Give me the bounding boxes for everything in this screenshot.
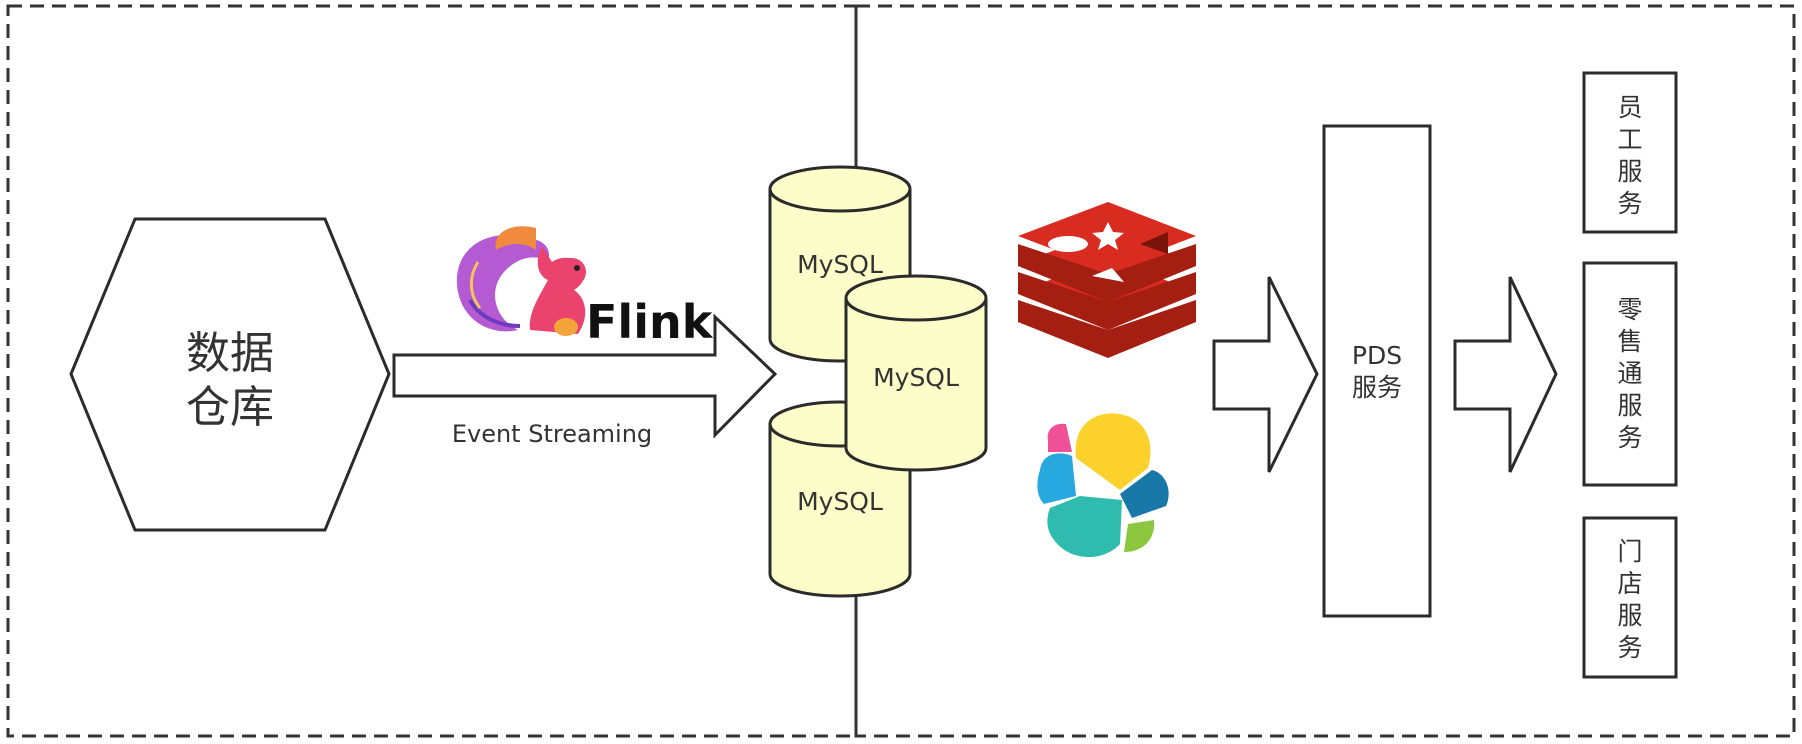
hexagon-shape (69, 217, 391, 532)
service-char: 务 (1617, 189, 1642, 218)
service-char: 工 (1617, 125, 1642, 154)
service-char: 服 (1617, 157, 1642, 186)
warehouse-label-line2: 仓库 (186, 382, 274, 433)
event-stream-arrow (392, 313, 778, 439)
service-char: 员 (1617, 93, 1642, 122)
pds-label-line1: PDS (1352, 341, 1402, 370)
elasticsearch-icon (1037, 413, 1169, 558)
arrow-to-pds-service (1212, 276, 1319, 473)
flink-logo: Flink (456, 226, 714, 349)
pds-service-box: PDS 服务 (1322, 124, 1432, 618)
service-char: 服 (1617, 601, 1642, 630)
employee-service-box: 员 工 服 务 (1582, 71, 1678, 234)
data-warehouse-node: 数据 仓库 (69, 217, 391, 532)
service-char: 务 (1617, 633, 1642, 662)
service-char: 服 (1617, 391, 1642, 420)
service-char: 门 (1617, 537, 1642, 566)
service-char: 通 (1617, 359, 1642, 388)
mysql-label: MySQL (797, 250, 883, 279)
store-service-box: 门 店 服 务 (1582, 516, 1678, 679)
mysql-label: MySQL (873, 363, 959, 392)
squirrel-icon (456, 226, 586, 336)
service-char: 零 (1617, 295, 1642, 324)
pds-label-line2: 服务 (1352, 373, 1402, 402)
service-char: 店 (1617, 569, 1642, 598)
event-streaming-label: Event Streaming (452, 420, 652, 448)
service-char: 务 (1617, 423, 1642, 452)
mysql-label: MySQL (797, 487, 883, 516)
service-char: 售 (1617, 327, 1642, 356)
warehouse-label-line1: 数据 (186, 328, 274, 379)
redis-icon (1018, 202, 1196, 358)
retail-service-box: 零 售 通 服 务 (1582, 261, 1678, 487)
mysql-database-2: MySQL (844, 274, 988, 472)
flink-wordmark: Flink (586, 295, 714, 349)
arrow-to-downstream-services (1453, 276, 1558, 473)
